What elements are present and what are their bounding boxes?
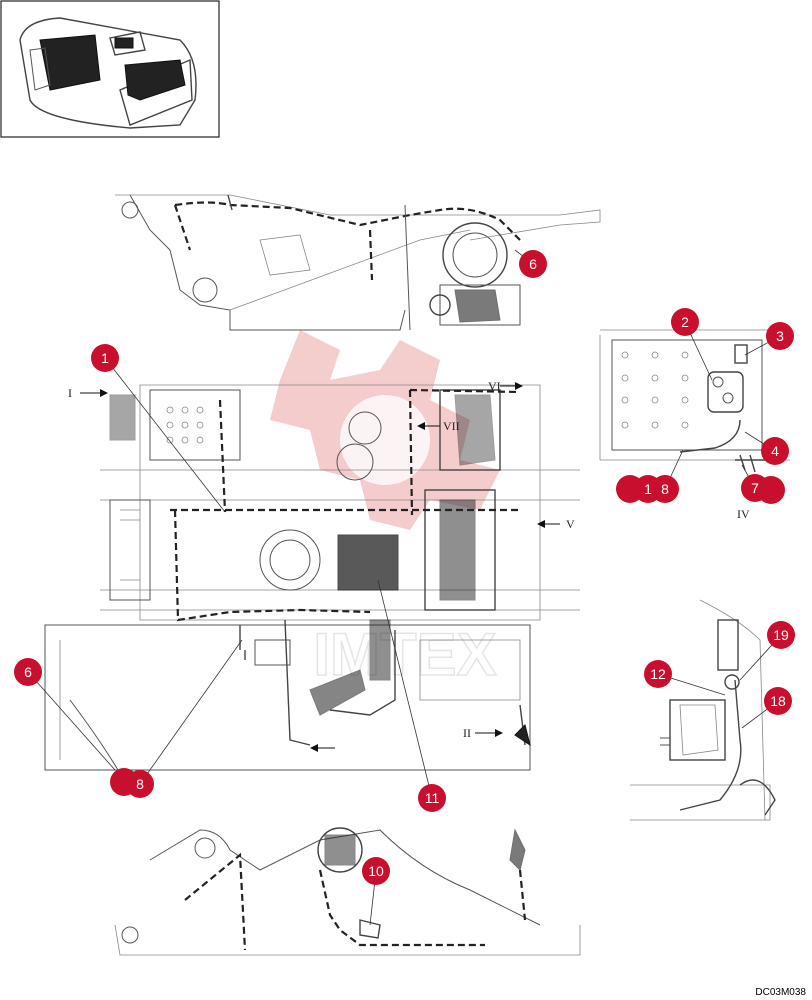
view-label-ii: II [463, 726, 471, 740]
view-markers: I II V VI VII IV [68, 379, 750, 752]
watermark-logo: IMTEX [270, 330, 500, 689]
callout-1: 1 [91, 344, 119, 372]
svg-text:8: 8 [661, 481, 669, 497]
bottom-side-view [114, 827, 581, 956]
svg-text:8: 8 [136, 776, 144, 792]
callout-6-top: 6 [519, 250, 547, 278]
callout-8-left: 8 [110, 768, 154, 798]
svg-text:2: 2 [681, 314, 689, 330]
svg-text:11: 11 [425, 790, 440, 806]
detail-view-ii [630, 599, 776, 821]
callout-4: 4 [761, 437, 789, 465]
svg-text:12: 12 [650, 666, 666, 682]
drawing-code: DC03M038 [755, 987, 806, 998]
callout-12: 12 [644, 660, 672, 688]
detail-view-iv [599, 329, 790, 473]
callout-3: 3 [766, 322, 794, 350]
svg-text:6: 6 [24, 664, 32, 680]
svg-text:7: 7 [751, 480, 759, 496]
svg-text:6: 6 [529, 256, 537, 272]
svg-text:3: 3 [776, 328, 784, 344]
callout-6-left: 6 [14, 658, 42, 686]
view-label-i: I [68, 386, 72, 400]
key-plan-inset [0, 0, 220, 138]
callout-7: 7 [741, 474, 785, 504]
callout-8-right: 1 8 [616, 475, 679, 503]
view-label-vii: VII [443, 419, 460, 433]
callout-2: 2 [671, 308, 699, 336]
svg-text:1: 1 [644, 481, 652, 497]
view-label-v: V [566, 517, 575, 531]
svg-text:4: 4 [771, 443, 779, 459]
callout-18: 18 [764, 687, 792, 715]
callout-19: 19 [767, 621, 795, 649]
svg-text:10: 10 [368, 863, 384, 879]
view-label-vi: VI [488, 379, 501, 393]
callout-10: 10 [362, 857, 390, 885]
svg-text:19: 19 [773, 627, 789, 643]
callout-11: 11 [418, 784, 446, 812]
main-plan-view [44, 384, 580, 771]
view-label-iv: IV [737, 507, 750, 521]
svg-text:18: 18 [770, 693, 786, 709]
svg-text:1: 1 [101, 350, 109, 366]
top-boom-view [115, 194, 601, 331]
